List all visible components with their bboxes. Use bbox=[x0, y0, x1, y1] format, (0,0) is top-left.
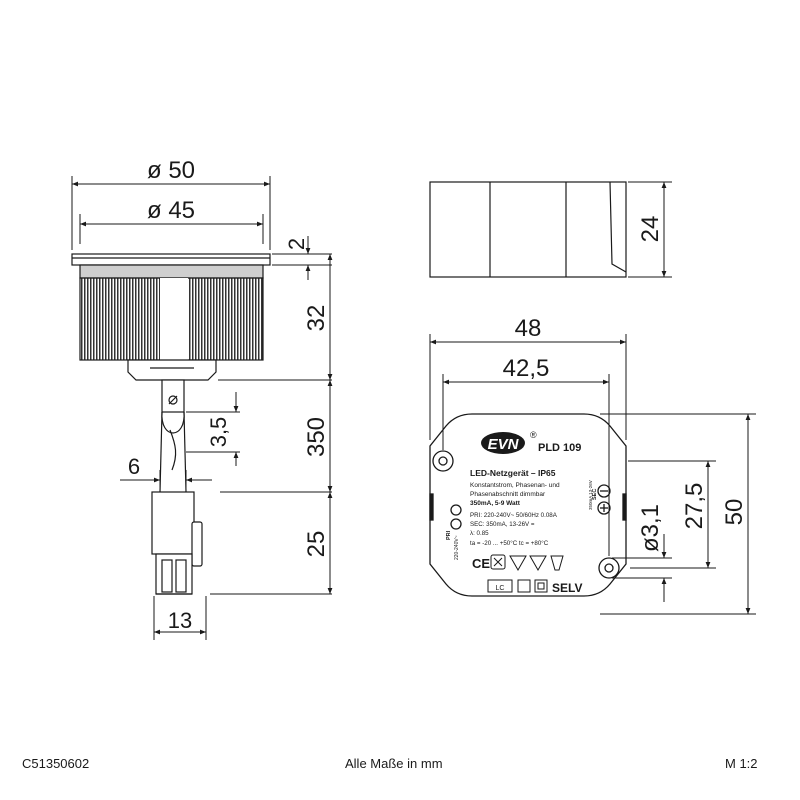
psu-side-view bbox=[429, 181, 627, 278]
dim-body-height: 32 bbox=[303, 305, 330, 332]
right-dimension-lines bbox=[429, 334, 756, 615]
left-dimension-lines bbox=[71, 176, 333, 640]
dim-connector-width: 13 bbox=[168, 608, 192, 633]
dim-cable-length: 350 bbox=[303, 417, 330, 457]
left-dimension-texts: ø 50 ø 45 2 32 350 25 3,5 6 13 bbox=[128, 157, 330, 633]
dim-cable-width: 6 bbox=[128, 454, 140, 479]
model-text: PLD 109 bbox=[538, 442, 581, 454]
svg-text:Konstantstrom, Phasenan- und: Konstantstrom, Phasenan- und bbox=[470, 482, 560, 489]
terminal-l bbox=[450, 504, 462, 516]
dim-hole-pitch: 42,5 bbox=[503, 355, 550, 382]
dim-connector-length: 25 bbox=[303, 531, 330, 558]
terminal-n bbox=[450, 518, 462, 530]
svg-text:LED-Netzgerät – IP65: LED-Netzgerät – IP65 bbox=[470, 468, 556, 478]
drawing-code: C51350602 bbox=[22, 756, 90, 771]
selv-mark: SELV bbox=[552, 581, 582, 595]
svg-text:SEC: SEC bbox=[592, 489, 598, 500]
svg-text:PRI: PRI bbox=[446, 530, 452, 540]
svg-text:350mA, 5-9 Watt: 350mA, 5-9 Watt bbox=[470, 500, 521, 507]
svg-text:LC: LC bbox=[496, 585, 505, 592]
dim-hole-diameter: ø3,1 bbox=[637, 504, 664, 552]
spot-band bbox=[79, 264, 264, 279]
dim-rim: 2 bbox=[284, 238, 309, 250]
cable bbox=[159, 379, 187, 493]
dim-psu-width: 48 bbox=[515, 315, 542, 342]
psu-top-view bbox=[429, 413, 627, 597]
scale-note: M 1:2 bbox=[725, 756, 758, 771]
svg-text:Phasenabschnitt dimmbar: Phasenabschnitt dimmbar bbox=[470, 491, 546, 498]
dim-psu-depth: 50 bbox=[721, 499, 748, 526]
ce-mark: CE bbox=[472, 556, 490, 571]
psu-label-text: LED-Netzgerät – IP65 Konstantstrom, Phas… bbox=[446, 468, 598, 560]
svg-text:ta = -20 ... +50°C tc = +80°C: ta = -20 ... +50°C tc = +80°C bbox=[470, 540, 549, 547]
dim-psu-height: 24 bbox=[637, 216, 664, 243]
dim-dia45: ø 45 bbox=[147, 197, 195, 224]
svg-text:EVN: EVN bbox=[488, 436, 520, 453]
svg-text:220-240V~: 220-240V~ bbox=[454, 535, 460, 560]
svg-text:PRI: 220-240V~ 50/60Hz 0.08A: PRI: 220-240V~ 50/60Hz 0.08A bbox=[470, 512, 558, 519]
dim-dia50: ø 50 bbox=[147, 157, 195, 184]
evn-logo: EVN ® bbox=[481, 430, 537, 454]
svg-text:λ: 0.85: λ: 0.85 bbox=[470, 530, 489, 537]
right-dimension-texts: 48 42,5 50 27,5 ø3,1 bbox=[503, 315, 748, 552]
led-spot-view bbox=[71, 253, 271, 595]
spot-base bbox=[127, 359, 217, 381]
dim-hole-offset: 27,5 bbox=[681, 483, 708, 530]
psu-side-dimension bbox=[628, 181, 672, 278]
certification-symbols: CE LC SELV bbox=[472, 554, 582, 595]
svg-text:350mA 13-26V: 350mA 13-26V bbox=[588, 480, 593, 510]
dim-cable-diameter: 3,5 bbox=[206, 417, 231, 448]
units-note: Alle Maße in mm bbox=[345, 756, 443, 771]
svg-text:®: ® bbox=[530, 430, 537, 440]
svg-text:SEC: 350mA, 13-26V =: SEC: 350mA, 13-26V = bbox=[470, 521, 535, 528]
connector bbox=[151, 491, 203, 595]
spot-rim bbox=[71, 253, 271, 266]
